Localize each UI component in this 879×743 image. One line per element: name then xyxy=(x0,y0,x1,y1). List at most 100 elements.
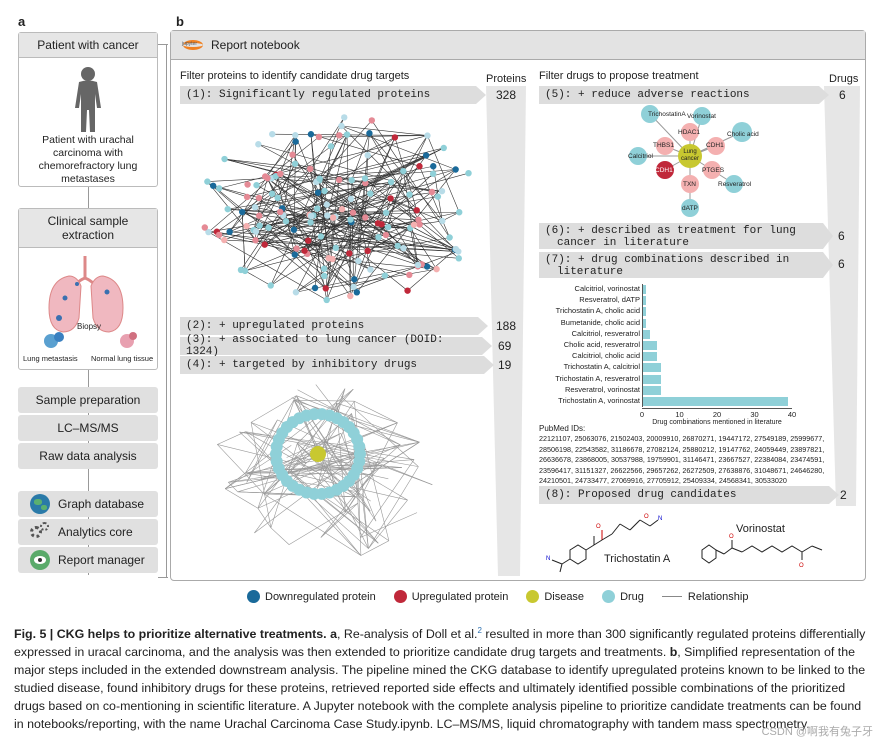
step-7-line1: (7): + drug combinations described in xyxy=(545,254,790,266)
svg-text:O: O xyxy=(729,534,734,540)
trichostatin-structure: N O O N xyxy=(546,514,662,573)
node-calcitriol: Calcitriol xyxy=(628,153,653,160)
connector-bottom xyxy=(158,577,168,578)
caption-title: Fig. 5 | CKG helps to prioritize alterna… xyxy=(14,627,327,642)
bar xyxy=(642,307,646,317)
x-tick-label: 40 xyxy=(787,410,797,420)
node-cdh17: CDH17 xyxy=(655,167,677,174)
bar-label: Resveratrol, vorinostat xyxy=(564,384,640,394)
bar-label: Trichostatin A, calcitriol xyxy=(563,362,640,372)
drugs-header: Drugs xyxy=(829,73,859,85)
step-lcms: LC–MS/MS xyxy=(18,415,158,441)
step-2: (2): + upregulated proteins xyxy=(180,317,488,335)
step-3: (3): + associated to lung cancer (DOID: … xyxy=(180,334,492,358)
node-thbs1: THBS1 xyxy=(653,142,674,149)
legend-label: Downregulated protein xyxy=(265,590,376,603)
legend-downregulated: Downregulated protein xyxy=(247,590,376,603)
pubmed-line: 22121107, 25063076, 21502403, 20009910, … xyxy=(539,434,825,443)
step-1-count: 328 xyxy=(496,88,517,102)
bar xyxy=(642,385,661,395)
bar xyxy=(642,374,661,384)
drugs-funnel xyxy=(824,86,860,506)
patient-silhouette-icon xyxy=(75,67,101,132)
node-vorinostat: Vorinostat xyxy=(687,113,716,120)
x-tick-label: 0 xyxy=(639,410,645,420)
normal-tissue-label: Normal lung tissue xyxy=(91,354,154,363)
drug-knowledge-graph xyxy=(629,105,752,217)
step-5-count: 6 xyxy=(839,88,846,102)
figure-caption: Fig. 5 | CKG helps to prioritize alterna… xyxy=(14,622,874,733)
caption-b-letter: b xyxy=(669,645,678,660)
patient-box: Patient with cancer Patient with urachal… xyxy=(18,32,158,187)
node-resveratrol: Resveratrol xyxy=(718,181,752,188)
legend-label: Drug xyxy=(620,590,644,603)
bar xyxy=(642,397,789,406)
x-axis-title: Drug combinations mentioned in literatur… xyxy=(652,419,782,427)
step-sample-preparation: Sample preparation xyxy=(18,387,158,413)
caption-text-b: , Simplified representation of the major… xyxy=(14,645,866,732)
eye-icon xyxy=(30,550,50,570)
bar xyxy=(642,352,657,362)
left-heading: Filter proteins to identify candidate dr… xyxy=(180,70,410,82)
step-4: (4): + targeted by inhibitory drugs xyxy=(180,356,494,374)
pubmed-line: 24210501, 24733477, 27069916, 27705912, … xyxy=(539,476,787,485)
legend-relationship: Relationship xyxy=(661,591,748,603)
notebook-title: Report notebook xyxy=(211,38,300,52)
legend-upregulated: Upregulated protein xyxy=(393,590,509,603)
x-tick-label: 10 xyxy=(675,410,684,420)
biopsy-label: Biopsy xyxy=(77,322,102,331)
pubmed-line: 26636678, 23868005, 30537988, 19759901, … xyxy=(539,455,825,464)
legend-label: Upregulated protein xyxy=(411,590,509,603)
bar xyxy=(642,318,646,328)
caption-text-a2: resulted in more than 300 significantly … xyxy=(14,627,866,660)
graph-database-label: Graph database xyxy=(58,497,145,511)
svg-text:O: O xyxy=(596,524,601,530)
bar xyxy=(642,329,650,339)
svg-text:N: N xyxy=(658,516,662,522)
legend-swatch xyxy=(602,590,616,603)
sample-extraction-box: Clinical sample extraction Biopsy Lung m… xyxy=(18,208,158,370)
node-txn: TXN xyxy=(683,181,696,188)
legend-swatch xyxy=(393,590,407,603)
step-3-count: 69 xyxy=(498,339,512,353)
protein-network-graph xyxy=(201,114,472,304)
legend-swatch xyxy=(247,590,260,603)
bar-label: Cholic acid, resveratrol xyxy=(563,340,640,349)
proteins-header: Proteins xyxy=(486,73,527,85)
node-lung-cancer: Lung cancer xyxy=(680,149,699,162)
proteins-funnel xyxy=(486,86,526,576)
step-7-count: 6 xyxy=(838,257,845,271)
step-6-count: 6 xyxy=(838,229,845,243)
watermark: CSDN @啊我有兔子牙 xyxy=(761,726,873,738)
caption-text-a: , Re-analysis of Doll et al. xyxy=(336,627,478,642)
node-trichostatina: TrichostatinA xyxy=(648,111,686,118)
bar xyxy=(642,296,646,306)
step-1: (1): Significantly regulated proteins xyxy=(180,86,486,104)
bar xyxy=(642,285,646,294)
bar-label: Bumetanide, cholic acid xyxy=(560,317,640,327)
gears-icon xyxy=(30,522,50,542)
connector-vertical xyxy=(166,44,167,578)
step-2-count: 188 xyxy=(496,319,517,333)
jupyter-logo-icon: jupyter xyxy=(181,36,205,54)
bar-label: Calcitriol, vorinostat xyxy=(574,284,640,293)
tool-analytics-core: Analytics core xyxy=(18,519,158,545)
bar-label: Resveratrol, dATP xyxy=(579,295,640,305)
step-8: (8): Proposed drug candidates xyxy=(539,486,839,504)
pubmed-line: 23596417, 31151327, 26622566, 29657262, … xyxy=(539,465,825,475)
right-heading: Filter drugs to propose treatment xyxy=(539,70,699,82)
report-manager-label: Report manager xyxy=(58,553,145,567)
legend-drug: Drug xyxy=(602,590,644,603)
caption-ref[interactable]: 2 xyxy=(477,626,482,635)
node-cholic-acid: Cholic acid xyxy=(727,131,759,138)
tool-graph-database: Graph database xyxy=(18,491,158,517)
x-axis-line xyxy=(642,408,792,410)
notebook-header: jupyter Report notebook xyxy=(171,31,865,60)
legend-label: Disease xyxy=(544,590,585,603)
step-4-count: 19 xyxy=(498,358,512,372)
bar xyxy=(642,363,661,373)
patient-box-title: Patient with cancer xyxy=(19,33,157,58)
legend-disease: Disease xyxy=(526,590,584,603)
x-tick-label: 20 xyxy=(712,410,722,420)
